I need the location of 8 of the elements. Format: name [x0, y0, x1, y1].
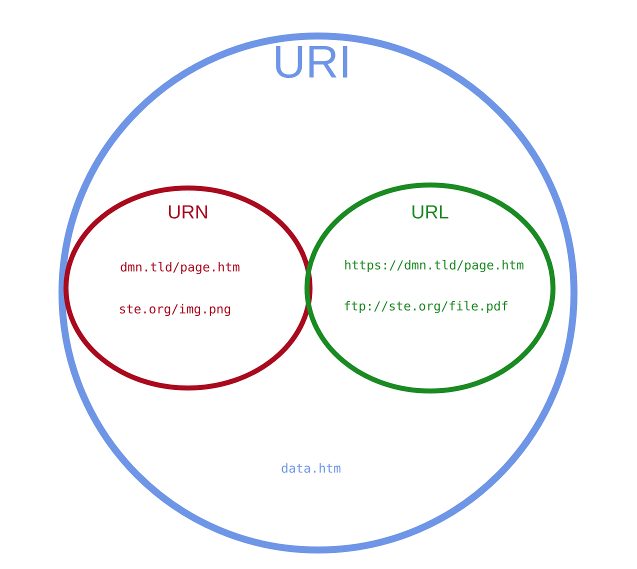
circle-title: URL: [412, 205, 448, 219]
example-text: ftp://ste.org/file.pdf: [344, 300, 508, 314]
example-text: https://dmn.tld/page.htm: [345, 260, 524, 272]
circle-title: URN: [168, 205, 207, 219]
example-text: data.htm: [282, 463, 340, 473]
circle-title: URI: [276, 46, 348, 78]
example-text: dmn.tld/page.htm: [120, 262, 240, 274]
example-text: ste.org/img.png: [120, 304, 230, 316]
